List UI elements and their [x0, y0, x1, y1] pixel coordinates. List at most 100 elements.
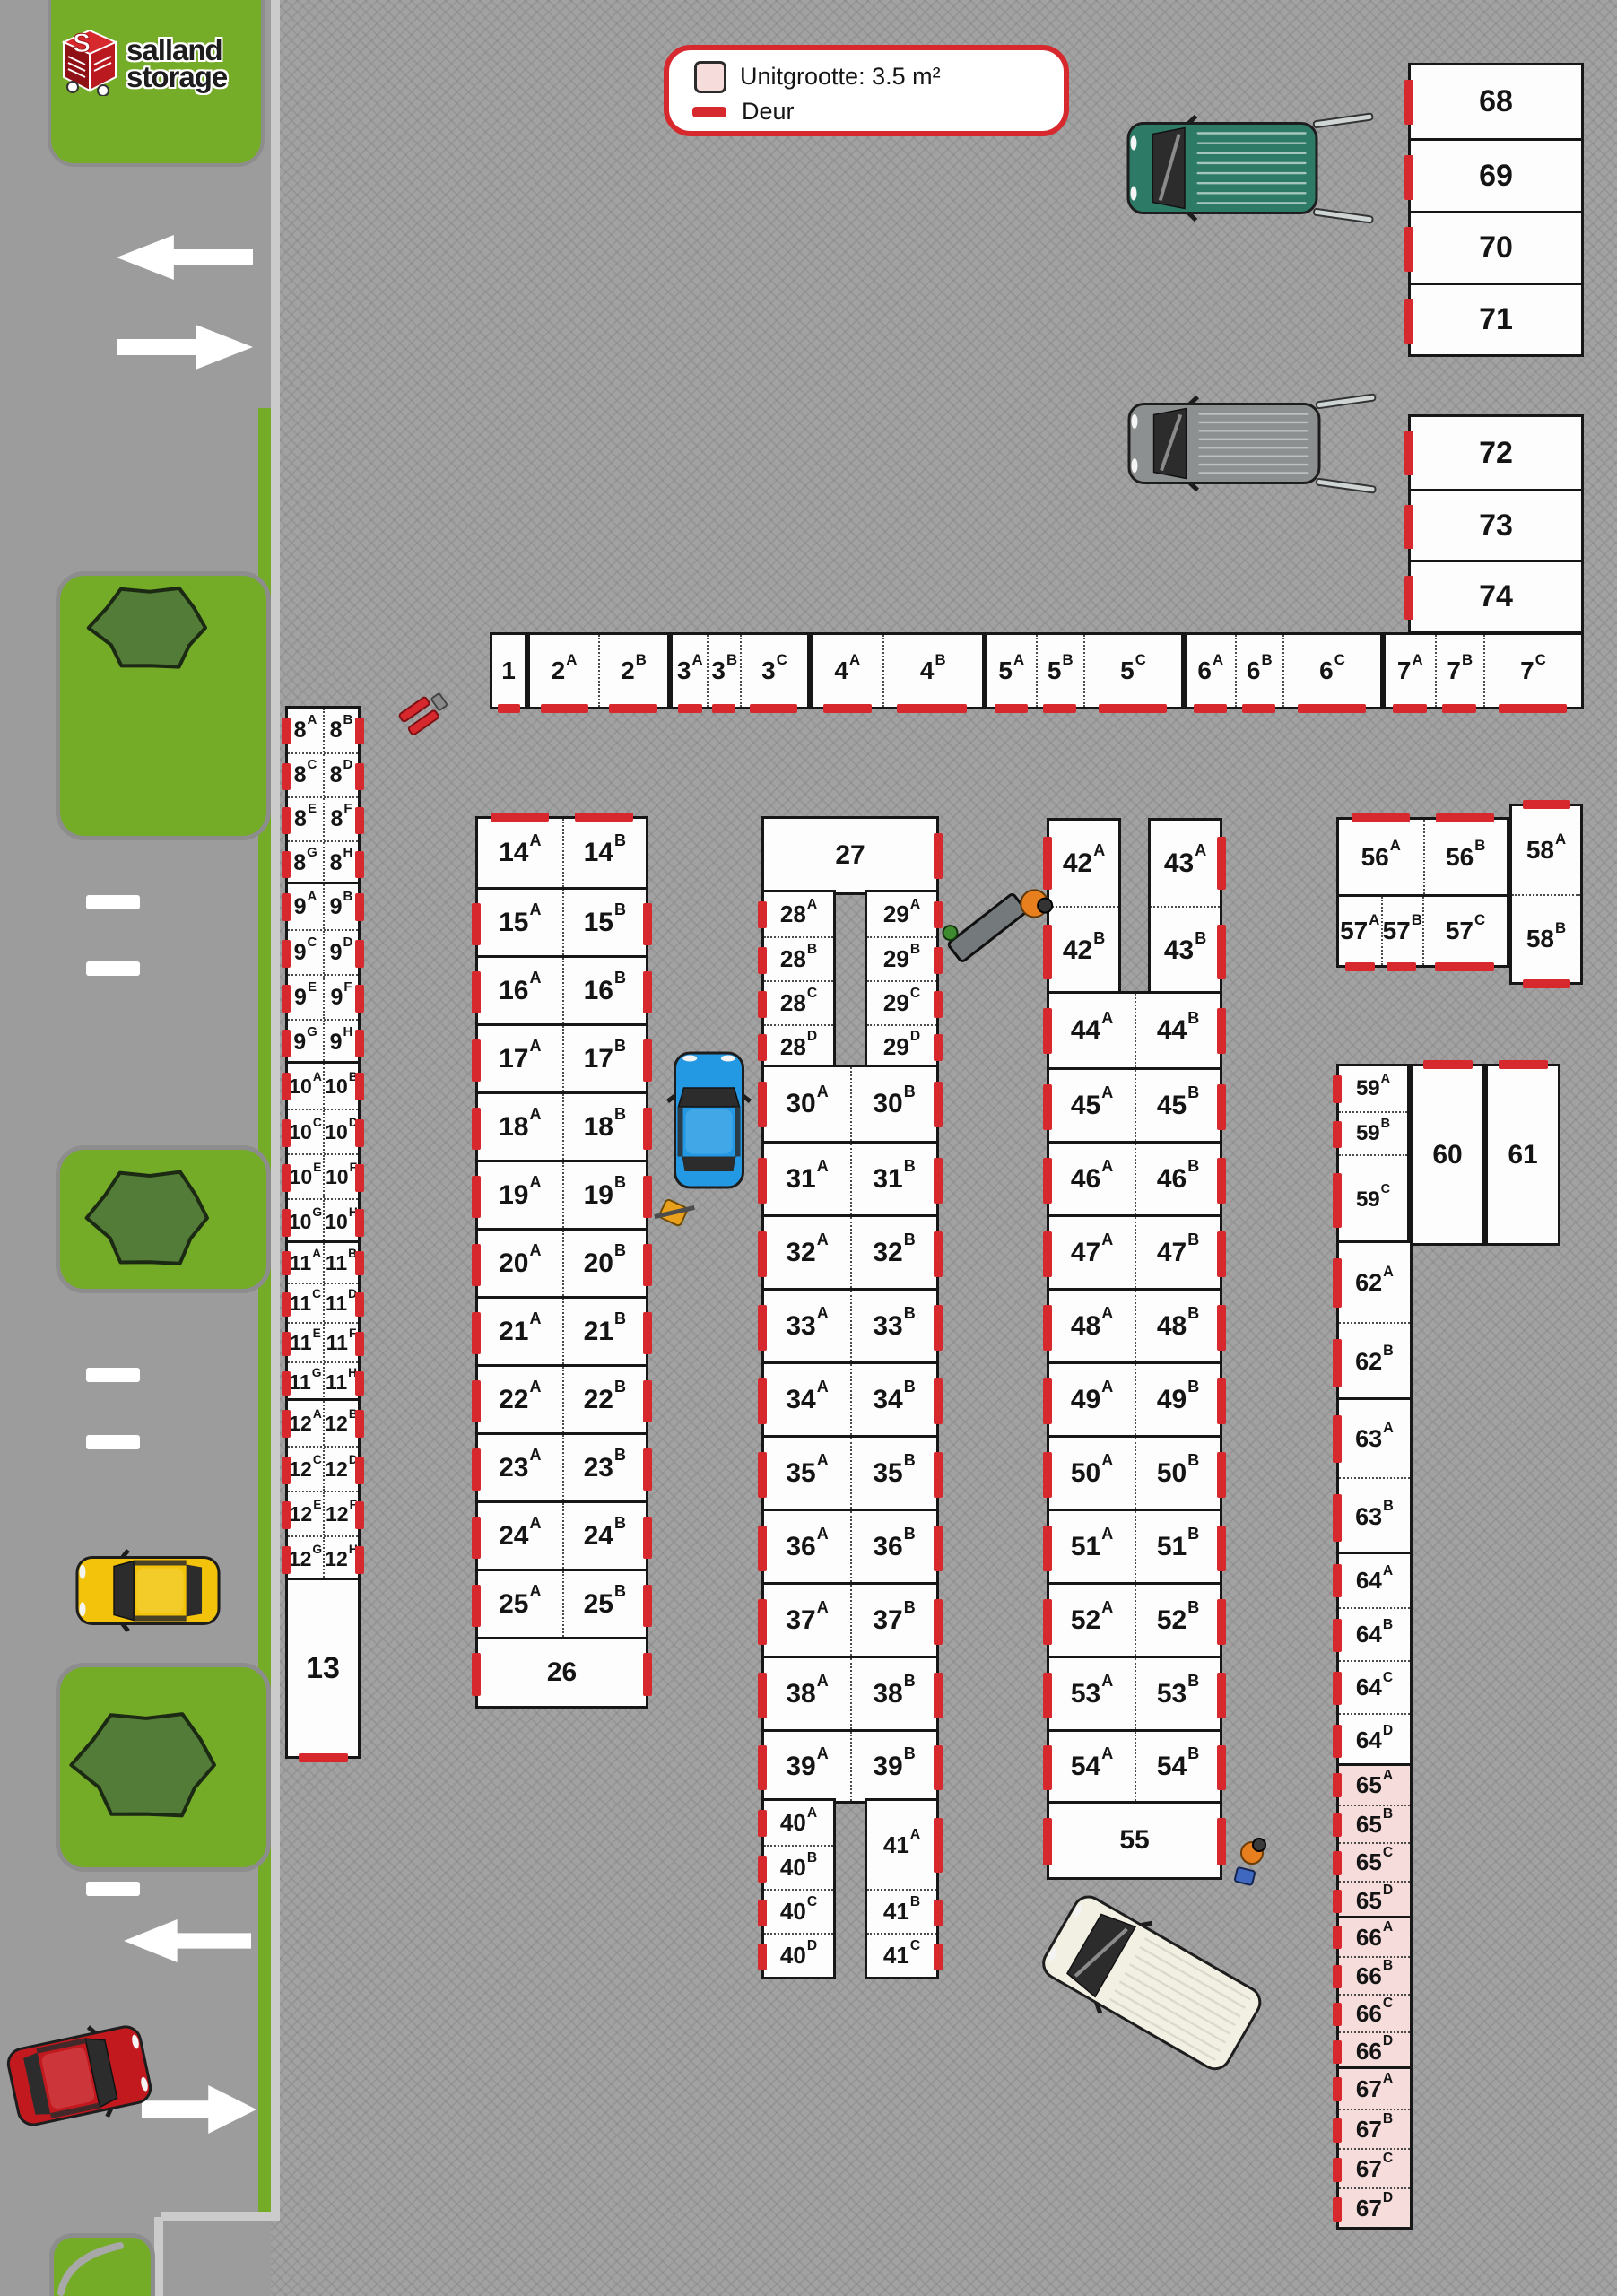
unit-36A[interactable]: 36A [786, 1525, 829, 1561]
unit-57B[interactable]: 57B [1380, 897, 1423, 965]
unit-8E[interactable]: 8E [294, 801, 317, 831]
unit-46B[interactable]: 46B [1135, 1144, 1220, 1214]
unit-39A[interactable]: 39A [786, 1744, 829, 1781]
unit-10F[interactable]: 10F [323, 1155, 358, 1198]
unit-62A[interactable]: 62A [1355, 1263, 1394, 1296]
unit-64B[interactable]: 64B [1355, 1616, 1394, 1648]
unit-64A[interactable]: 64A [1355, 1562, 1394, 1594]
unit-54A[interactable]: 54A [1070, 1744, 1114, 1781]
unit-57C[interactable]: 57C [1422, 897, 1507, 965]
unit-48B[interactable]: 48B [1135, 1291, 1220, 1361]
unit-60[interactable]: 60 [1432, 1139, 1463, 1170]
unit-30A[interactable]: 30A [786, 1082, 829, 1118]
unit-58B[interactable]: 58B [1526, 918, 1567, 952]
unit-31B[interactable]: 31B [850, 1144, 936, 1214]
unit-23A[interactable]: 23A [499, 1446, 542, 1483]
unit-72[interactable]: 72 [1479, 435, 1513, 470]
unit-59C[interactable]: 59C [1355, 1182, 1391, 1212]
unit-15A[interactable]: 15A [499, 900, 542, 937]
unit-20A[interactable]: 20A [499, 1241, 542, 1278]
unit-32A[interactable]: 32A [786, 1231, 829, 1267]
unit-45B[interactable]: 45B [1135, 1070, 1220, 1141]
unit-29A[interactable]: 29A [882, 896, 921, 927]
unit-66C[interactable]: 66C [1355, 1996, 1394, 2027]
unit-19A[interactable]: 19A [499, 1173, 542, 1210]
unit-65D[interactable]: 65D [1355, 1883, 1394, 1914]
unit-38A[interactable]: 38A [786, 1672, 829, 1709]
unit-29D[interactable]: 29D [882, 1029, 921, 1060]
unit-11G[interactable]: 11G [289, 1366, 322, 1394]
unit-40B[interactable]: 40B [779, 1849, 818, 1881]
unit-9D[interactable]: 9D [323, 931, 358, 974]
unit-11B[interactable]: 11B [323, 1243, 358, 1283]
unit-64C[interactable]: 64C [1355, 1669, 1394, 1700]
unit-7A[interactable]: 7A [1396, 650, 1423, 684]
unit-48A[interactable]: 48A [1070, 1304, 1114, 1341]
unit-20B[interactable]: 20B [561, 1231, 647, 1296]
unit-49B[interactable]: 49B [1135, 1364, 1220, 1435]
unit-5C[interactable]: 5C [1083, 635, 1181, 707]
unit-66D[interactable]: 66D [1355, 2033, 1394, 2065]
unit-33B[interactable]: 33B [850, 1291, 936, 1361]
unit-52A[interactable]: 52A [1070, 1598, 1114, 1635]
unit-50B[interactable]: 50B [1135, 1438, 1220, 1509]
unit-8F[interactable]: 8F [323, 798, 358, 840]
unit-42B[interactable]: 42B [1062, 928, 1106, 965]
unit-12C[interactable]: 12C [289, 1453, 322, 1481]
unit-56A[interactable]: 56A [1361, 837, 1401, 871]
unit-9C[interactable]: 9C [293, 934, 317, 965]
unit-57A[interactable]: 57A [1340, 910, 1380, 944]
unit-63A[interactable]: 63A [1355, 1419, 1394, 1452]
unit-25B[interactable]: 25B [561, 1571, 647, 1637]
unit-41B[interactable]: 41B [882, 1893, 921, 1925]
unit-53A[interactable]: 53A [1070, 1672, 1114, 1709]
unit-66A[interactable]: 66A [1355, 1919, 1394, 1951]
unit-52B[interactable]: 52B [1135, 1585, 1220, 1656]
unit-67B[interactable]: 67B [1355, 2111, 1394, 2143]
unit-12E[interactable]: 12E [289, 1498, 322, 1526]
unit-15B[interactable]: 15B [561, 890, 647, 955]
unit-29B[interactable]: 29B [882, 941, 921, 972]
unit-8H[interactable]: 8H [323, 842, 358, 884]
unit-40D[interactable]: 40D [779, 1937, 818, 1969]
unit-2B[interactable]: 2B [598, 635, 667, 707]
unit-11C[interactable]: 11C [289, 1287, 322, 1315]
unit-9H[interactable]: 9H [323, 1021, 358, 1064]
unit-34A[interactable]: 34A [786, 1378, 829, 1414]
unit-26[interactable]: 26 [546, 1657, 578, 1687]
unit-73[interactable]: 73 [1479, 508, 1513, 543]
unit-9A[interactable]: 9A [293, 888, 317, 919]
unit-50A[interactable]: 50A [1070, 1451, 1114, 1488]
unit-8A[interactable]: 8A [293, 712, 317, 743]
unit-70[interactable]: 70 [1479, 230, 1513, 265]
unit-43B[interactable]: 43B [1163, 928, 1207, 965]
unit-40C[interactable]: 40C [779, 1893, 818, 1925]
unit-19B[interactable]: 19B [561, 1162, 647, 1228]
unit-67D[interactable]: 67D [1355, 2190, 1394, 2222]
unit-21A[interactable]: 21A [499, 1309, 542, 1346]
unit-11A[interactable]: 11A [289, 1247, 322, 1274]
unit-51A[interactable]: 51A [1070, 1525, 1114, 1561]
unit-32B[interactable]: 32B [850, 1217, 936, 1288]
unit-1[interactable]: 1 [501, 657, 516, 684]
unit-12B[interactable]: 12B [323, 1401, 358, 1446]
unit-8C[interactable]: 8C [293, 757, 317, 787]
unit-5A[interactable]: 5A [998, 650, 1025, 684]
unit-45A[interactable]: 45A [1070, 1083, 1114, 1120]
unit-18B[interactable]: 18B [561, 1094, 647, 1160]
unit-65B[interactable]: 65B [1355, 1806, 1394, 1838]
unit-71[interactable]: 71 [1479, 302, 1513, 336]
unit-6B[interactable]: 6B [1234, 635, 1283, 707]
unit-54B[interactable]: 54B [1135, 1732, 1220, 1801]
unit-36B[interactable]: 36B [850, 1511, 936, 1582]
unit-67A[interactable]: 67A [1355, 2071, 1394, 2102]
unit-10B[interactable]: 10B [323, 1064, 358, 1109]
unit-41C[interactable]: 41C [882, 1937, 921, 1969]
unit-10C[interactable]: 10C [289, 1116, 322, 1144]
unit-35A[interactable]: 35A [786, 1451, 829, 1488]
unit-10E[interactable]: 10E [289, 1161, 322, 1188]
unit-12D[interactable]: 12D [323, 1448, 358, 1491]
unit-25A[interactable]: 25A [499, 1582, 542, 1619]
unit-9E[interactable]: 9E [294, 978, 317, 1010]
unit-23B[interactable]: 23B [561, 1435, 647, 1500]
